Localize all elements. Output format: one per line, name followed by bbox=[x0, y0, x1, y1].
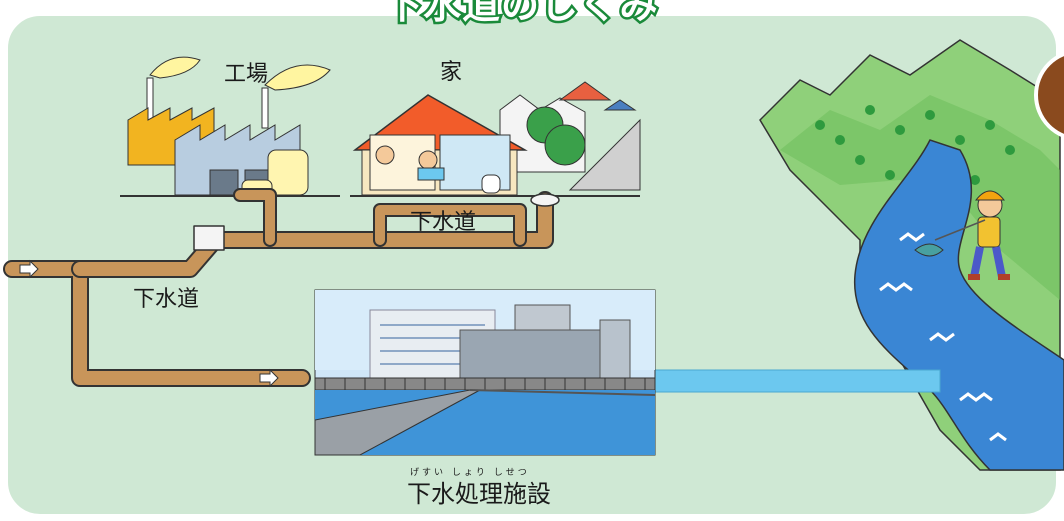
sewer-pipes bbox=[3, 188, 560, 387]
mountain-river-scene bbox=[759, 39, 1064, 471]
house-illustration bbox=[350, 81, 641, 197]
sewer-label-upper: 下水道 bbox=[410, 210, 477, 235]
sewer-label-left: 下水道 bbox=[133, 287, 200, 312]
treatment-plant-label: 下水処理施設 bbox=[407, 480, 551, 508]
diagram-title: 下水道のしくみ bbox=[382, 0, 661, 27]
factory-label: 工場 bbox=[224, 62, 269, 87]
edge-badge bbox=[1034, 51, 1064, 139]
factory-illustration bbox=[120, 56, 340, 201]
treatment-plant-ruby: げすい しょり しせつ bbox=[410, 468, 530, 478]
treated-water-channel bbox=[654, 369, 941, 393]
house-label: 家 bbox=[440, 60, 463, 85]
treatment-plant-image bbox=[314, 289, 656, 456]
